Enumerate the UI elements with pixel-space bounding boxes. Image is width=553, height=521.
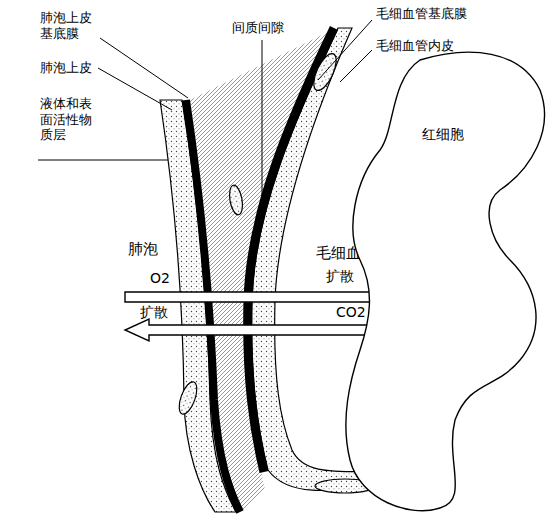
cell-outline [330,40,550,512]
part-label: 毛细血管基底膜 [376,6,467,22]
gas-label: CO2 [336,304,366,321]
cell-label: 红细胞 [422,126,464,144]
gas-label: O2 [150,270,170,287]
part-label: 肺泡上皮 [40,60,92,76]
process-label: 扩散 [140,304,168,321]
part-label: 毛细血管内皮 [376,38,454,54]
part-label: 间质间隙 [232,20,284,36]
part-label: 肺泡上皮 基底膜 [40,10,96,41]
red-blood-cell: 红细胞 [330,40,550,512]
part-label: 液体和表 面活性物 质层 [40,96,96,143]
process-label: 扩散 [326,268,354,285]
region-label: 肺泡 [128,240,158,258]
